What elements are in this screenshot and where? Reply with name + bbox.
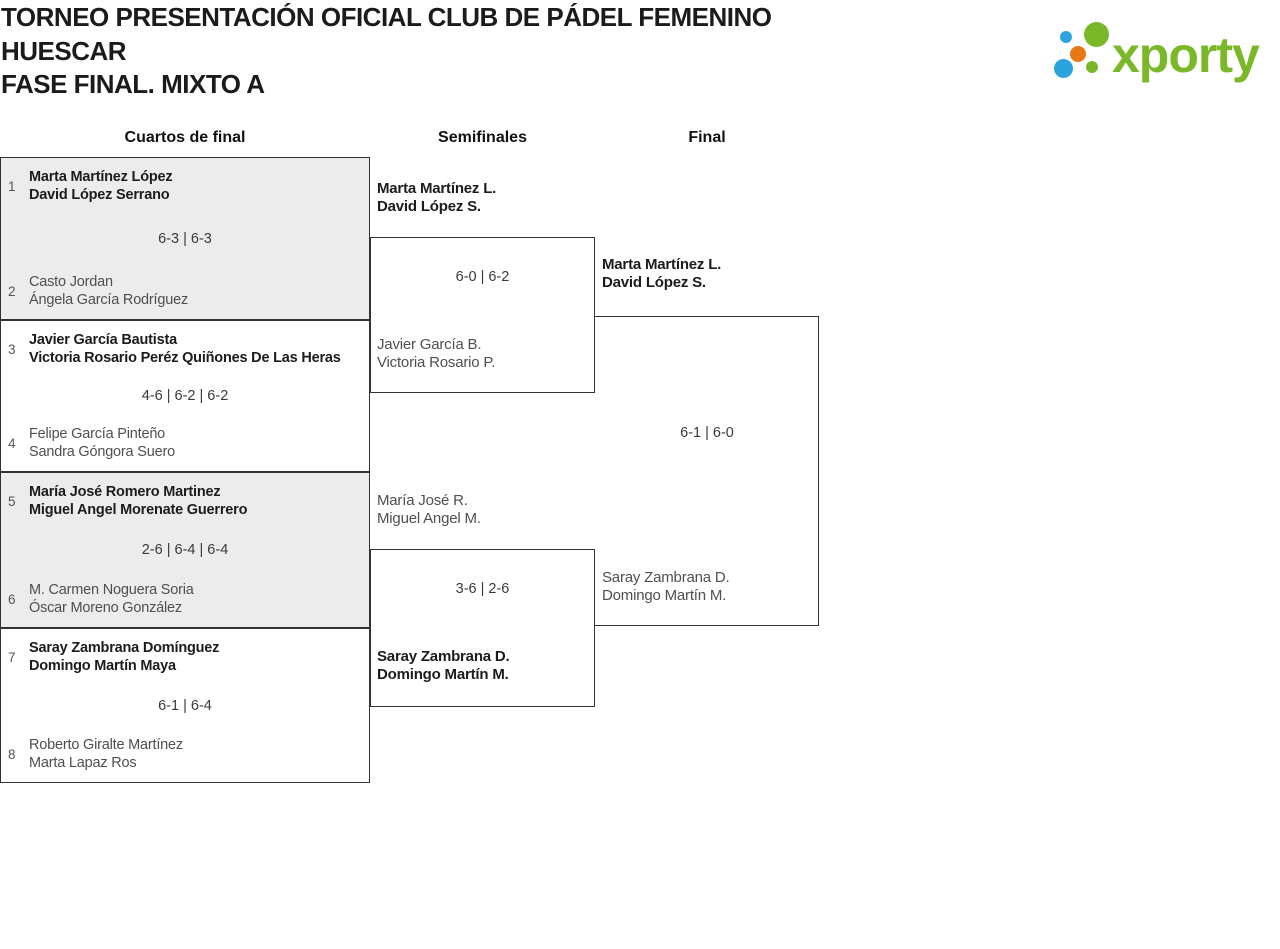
player-name: Domingo Martín M. bbox=[377, 666, 509, 683]
team-names: Javier García Bautista Victoria Rosario … bbox=[29, 331, 341, 367]
seed-number: 1 bbox=[8, 178, 16, 194]
match-score: 4-6 | 6-2 | 6-2 bbox=[141, 388, 229, 404]
quarterfinal-match-3: 5 María José Romero Martinez Miguel Ange… bbox=[0, 472, 370, 628]
player-name: Marta Martínez L. bbox=[602, 256, 722, 273]
team-entry: 7 Saray Zambrana Domínguez Domingo Martí… bbox=[1, 639, 369, 675]
team-entry: 8 Roberto Giralte Martínez Marta Lapaz R… bbox=[1, 736, 369, 772]
team-names: M. Carmen Noguera Soria Óscar Moreno Gon… bbox=[29, 581, 194, 617]
page-title: TORNEO PRESENTACIÓN OFICIAL CLUB DE PÁDE… bbox=[1, 1, 901, 102]
player-name: Domingo Martín M. bbox=[602, 587, 727, 604]
seed-number: 2 bbox=[8, 283, 16, 299]
team-entry: 6 M. Carmen Noguera Soria Óscar Moreno G… bbox=[1, 581, 369, 617]
match-score: 6-1 | 6-4 bbox=[158, 697, 212, 714]
seed-number: 5 bbox=[8, 493, 16, 509]
player-name: Victoria Rosario Peréz Quiñones De Las H… bbox=[29, 350, 341, 366]
team-names: Marta Martínez L. David López S. bbox=[377, 180, 496, 216]
team-names: Marta Martínez López David López Serrano bbox=[29, 168, 173, 204]
page-title-line: TORNEO PRESENTACIÓN OFICIAL CLUB DE PÁDE… bbox=[1, 2, 772, 32]
team-entry: 4 Felipe García Pinteño Sandra Góngora S… bbox=[1, 425, 369, 461]
player-name: Óscar Moreno González bbox=[29, 600, 182, 616]
team-entry: 5 María José Romero Martinez Miguel Ange… bbox=[1, 483, 369, 519]
match-score: 6-3 | 6-3 bbox=[158, 230, 212, 247]
quarterfinal-match-4: 7 Saray Zambrana Domínguez Domingo Martí… bbox=[0, 628, 370, 783]
team-names: Javier García B. Victoria Rosario P. bbox=[377, 336, 495, 372]
seed-number: 3 bbox=[8, 341, 16, 357]
page-title-line: HUESCAR bbox=[1, 35, 127, 66]
player-name: Roberto Giralte Martínez bbox=[29, 737, 183, 753]
player-name: M. Carmen Noguera Soria bbox=[29, 582, 194, 598]
logo-dot-icon bbox=[1070, 46, 1086, 62]
player-name: Javier García Bautista bbox=[29, 332, 177, 348]
team-names: Saray Zambrana Domínguez Domingo Martín … bbox=[29, 639, 219, 675]
quarterfinal-match-2: 3 Javier García Bautista Victoria Rosari… bbox=[0, 320, 370, 472]
round-header-semifinals: Semifinales bbox=[438, 129, 527, 146]
team-entry: 2 Casto Jordan Ángela García Rodríguez bbox=[1, 273, 369, 309]
logo-wordmark: xporty bbox=[1112, 27, 1260, 83]
team-names: María José Romero Martinez Miguel Angel … bbox=[29, 483, 247, 519]
round-header-final: Final bbox=[688, 129, 726, 146]
player-name: María José R. bbox=[377, 492, 468, 509]
player-name: Felipe García Pinteño bbox=[29, 426, 166, 442]
team-names: María José R. Miguel Angel M. bbox=[377, 492, 481, 528]
team-entry: 1 Marta Martínez López David López Serra… bbox=[1, 168, 369, 204]
seed-number: 8 bbox=[8, 746, 16, 762]
player-name: María José Romero Martinez bbox=[29, 484, 221, 500]
player-name: Marta Martínez L. bbox=[377, 180, 497, 197]
semifinal-match-box-2 bbox=[370, 549, 595, 707]
round-header-quarterfinals: Cuartos de final bbox=[124, 129, 246, 146]
logo-dot-icon bbox=[1084, 22, 1109, 47]
semifinal-match-box-1 bbox=[370, 237, 595, 393]
seed-number: 6 bbox=[8, 591, 16, 607]
player-name: Javier García B. bbox=[377, 336, 482, 353]
logo-dot-icon bbox=[1060, 31, 1072, 43]
match-score: 6-1 | 6-0 bbox=[680, 425, 734, 441]
team-names: Roberto Giralte Martínez Marta Lapaz Ros bbox=[29, 736, 183, 772]
player-name: Marta Martínez López bbox=[29, 169, 173, 185]
team-names: Felipe García Pinteño Sandra Góngora Sue… bbox=[29, 425, 175, 461]
team-names: Casto Jordan Ángela García Rodríguez bbox=[29, 273, 188, 309]
player-name: David López Serrano bbox=[29, 187, 170, 203]
seed-number: 4 bbox=[8, 435, 16, 451]
team-names: Marta Martínez L. David López S. bbox=[602, 256, 721, 292]
page-title-line: FASE FINAL. MIXTO A bbox=[1, 69, 265, 99]
logo-dot-icon bbox=[1054, 59, 1073, 78]
player-name: Miguel Angel M. bbox=[377, 510, 481, 527]
team-entry: 3 Javier García Bautista Victoria Rosari… bbox=[1, 331, 369, 367]
seed-number: 7 bbox=[8, 649, 16, 665]
match-score: 3-6 | 2-6 bbox=[455, 581, 510, 597]
player-name: Ángela García Rodríguez bbox=[29, 292, 189, 308]
match-score: 6-0 | 6-2 bbox=[455, 269, 510, 285]
player-name: Miguel Angel Morenate Guerrero bbox=[29, 502, 248, 518]
logo-dot-icon bbox=[1086, 61, 1098, 73]
player-name: David López S. bbox=[377, 198, 481, 215]
player-name: David López S. bbox=[602, 274, 706, 291]
player-name: Casto Jordan bbox=[29, 274, 113, 290]
player-name: Saray Zambrana D. bbox=[377, 648, 510, 665]
player-name: Victoria Rosario P. bbox=[377, 354, 496, 371]
player-name: Sandra Góngora Suero bbox=[29, 444, 175, 460]
player-name: Saray Zambrana D. bbox=[602, 569, 730, 586]
player-name: Saray Zambrana Domínguez bbox=[29, 640, 220, 656]
player-name: Domingo Martín Maya bbox=[29, 658, 176, 674]
final-match-box bbox=[595, 316, 819, 626]
team-names: Saray Zambrana D. Domingo Martín M. bbox=[377, 648, 510, 684]
quarterfinal-match-1: 1 Marta Martínez López David López Serra… bbox=[0, 157, 370, 320]
match-score: 2-6 | 6-4 | 6-4 bbox=[141, 542, 229, 558]
player-name: Marta Lapaz Ros bbox=[29, 755, 137, 771]
team-names: Saray Zambrana D. Domingo Martín M. bbox=[602, 569, 730, 605]
